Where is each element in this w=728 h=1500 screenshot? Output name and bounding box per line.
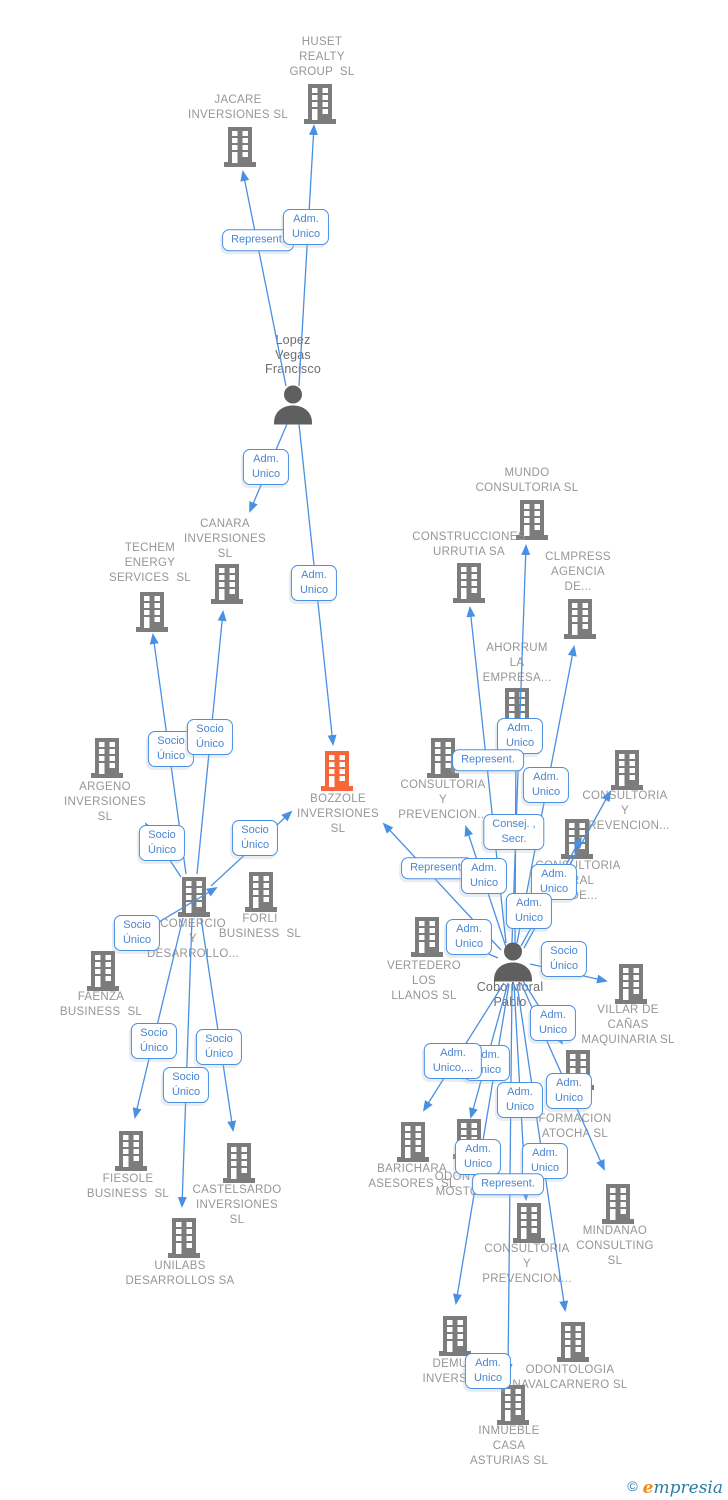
building-icon: [81, 948, 125, 992]
building-icon: [109, 1128, 153, 1172]
building-icon: [217, 1140, 261, 1184]
relation-label-adm-unico-14: Adm.Unico: [522, 767, 570, 803]
building-icon: [298, 81, 342, 125]
relation-label-represent-13: Represent.: [452, 749, 524, 771]
building-icon: [205, 561, 249, 605]
relation-label-adm-unico-19: Adm.Unico: [505, 893, 553, 929]
building-icon: [218, 124, 262, 168]
relation-label-adm-unico-22: Adm.Unico: [529, 1005, 577, 1041]
building-icon: [162, 1215, 206, 1259]
building-icon: [239, 869, 283, 913]
building-icon: [172, 874, 216, 918]
relation-label-consej-secr-15: Consej. ,Secr.: [483, 814, 545, 850]
building-icon: [507, 1200, 551, 1244]
building-icon: [596, 1181, 640, 1225]
building-icon: [551, 1319, 595, 1363]
copyright-icon: ©: [627, 1478, 638, 1494]
building-icon: [433, 1313, 477, 1357]
building-icon: [447, 560, 491, 604]
relation-label-represent-29: Represent.: [472, 1173, 544, 1195]
building-icon: [405, 914, 449, 958]
building-icon: [605, 747, 649, 791]
building-icon: [609, 961, 653, 1005]
building-icon: [558, 596, 602, 640]
building-icon: [85, 735, 129, 779]
relation-label-adm-unico-27: Adm.Unico: [454, 1139, 502, 1175]
relation-label-adm-unico-3: Adm.Unico: [290, 565, 338, 601]
relation-label-adm-unico-26: Adm.Unico: [545, 1073, 593, 1109]
relation-label-adm-unico-17: Adm.Unico: [460, 858, 508, 894]
brand-text: empresia: [642, 1478, 723, 1498]
building-icon: [130, 589, 174, 633]
empresia-logo[interactable]: ©empresia: [627, 1478, 723, 1498]
relation-label-adm-unico-2: Adm.Unico: [242, 449, 290, 485]
relation-label-adm-unico-25: Adm.Unico: [496, 1082, 544, 1118]
relation-label-adm-unico-20: Adm.Unico: [445, 919, 493, 955]
person-icon: [271, 383, 315, 427]
person-icon: [491, 940, 535, 984]
relation-label-adm-unico-24: Adm.Unico,...: [423, 1043, 483, 1079]
building-icon: [555, 816, 599, 860]
building-icon: [391, 1119, 435, 1163]
relation-label-adm-unico-1: Adm.Unico: [282, 209, 330, 245]
relation-label-adm-unico-30: Adm.Unico: [464, 1353, 512, 1389]
building-icon: [315, 748, 359, 792]
